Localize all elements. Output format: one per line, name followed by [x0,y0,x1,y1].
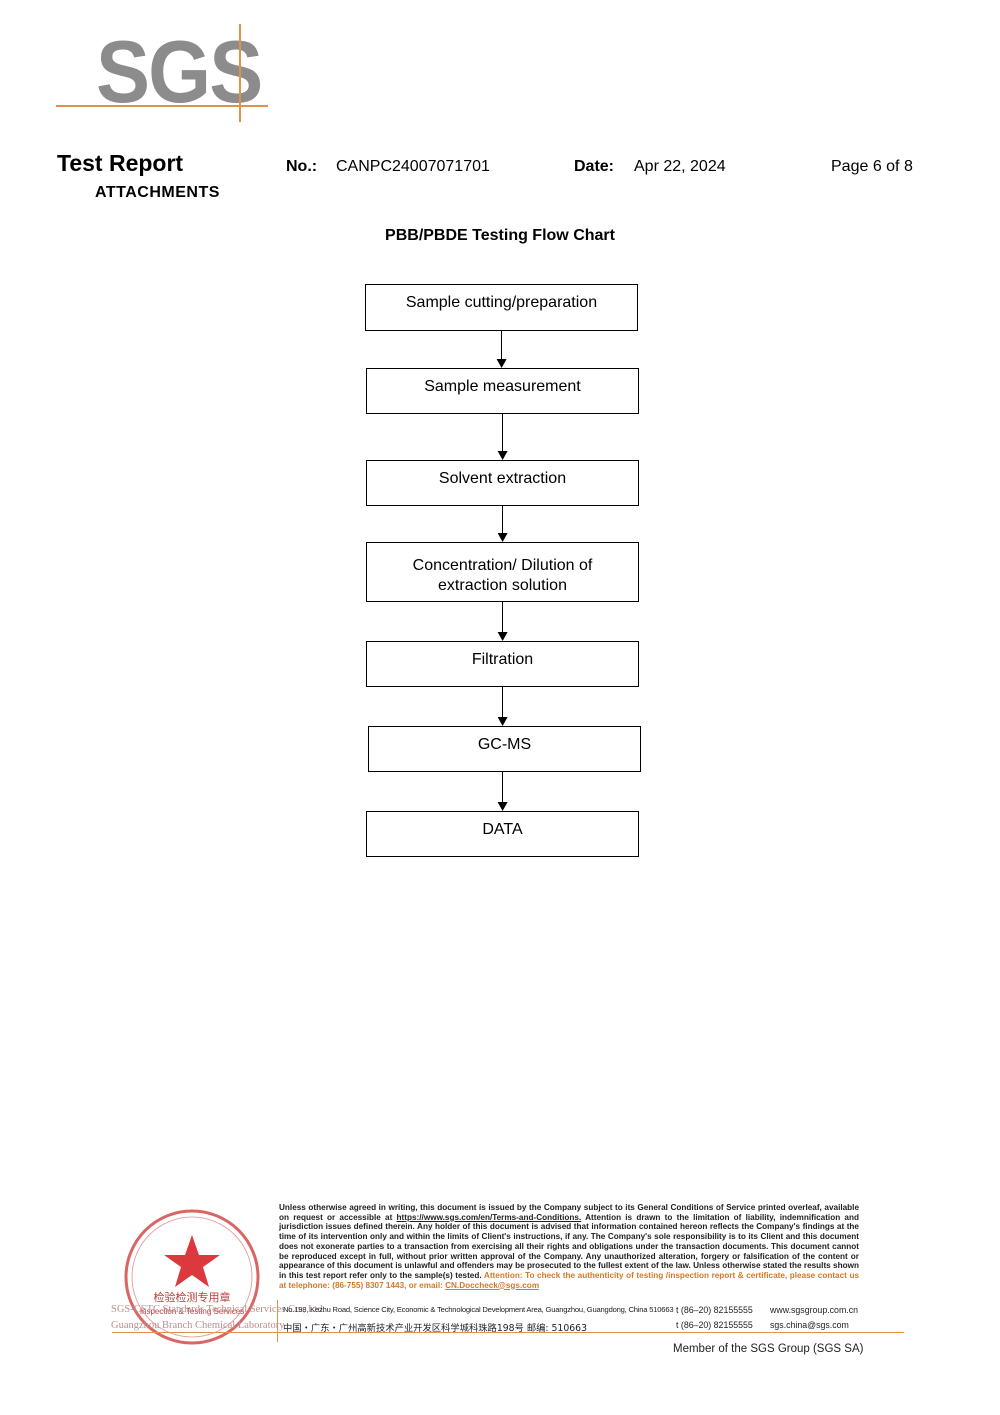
seal-center-en: Inspection & Testing Services [140,1307,244,1316]
report-date: Apr 22, 2024 [634,158,726,175]
footer-disclaimer: Unless otherwise agreed in writing, this… [279,1203,859,1290]
sgs-group-membership: Member of the SGS Group (SGS SA) [673,1343,864,1355]
email-link[interactable]: sgs.china@sgs.com [770,1320,849,1330]
flow-step-solvent-extraction: Solvent extraction [366,460,639,506]
flow-step-label: Sample cutting/preparation [405,294,598,311]
telephone-2: t (86–20) 82155555 [676,1320,753,1330]
address-english: No.198, Kezhu Road, Science City, Econom… [283,1305,674,1314]
footer-divider-vertical [277,1300,278,1342]
flow-arrow [501,331,503,367]
seal-center-cn: 检验检测专用章 [154,1290,231,1304]
flow-step-label: DATA [482,821,523,838]
seal-graphic: 检验检测专用章 Inspection & Testing Services [124,1209,260,1345]
flow-arrow [502,687,504,725]
seal-side-text-1: SGS-CSTC Standards Technical Services Co… [111,1304,326,1315]
flow-step-sample-measurement: Sample measurement [366,368,639,414]
page-number: Page 6 of 8 [831,158,913,175]
disclaimer-text-pre: Unless otherwise agreed in writing, this… [279,1203,859,1222]
flow-step-label: GC-MS [477,736,532,753]
flow-step-label: Filtration [471,651,534,668]
flow-arrow [502,506,504,541]
flow-arrow [502,414,504,459]
authenticity-attention: Attention: To check the authenticity of … [279,1271,859,1290]
website-link[interactable]: www.sgsgroup.com.cn [770,1305,859,1315]
company-seal-stamp: 检验检测专用章 Inspection & Testing Services [104,1195,279,1360]
logo-horizontal-line [56,105,268,107]
star-icon [164,1235,220,1287]
flow-step-sample-cutting: Sample cutting/preparation [365,284,638,331]
report-title: Test Report [57,150,184,176]
flow-chart-title: PBB/PBDE Testing Flow Chart [385,227,615,244]
address-chinese: 中国・广东・广州高新技术产业开发区科学城科珠路198号 邮编: 510663 [283,1323,587,1334]
flow-step-label-line2: extraction solution [438,576,567,594]
footer-divider-horizontal [112,1332,904,1333]
flow-arrow [502,772,504,810]
flow-step-label: Sample measurement [424,378,581,395]
logo-text: SGS [96,22,263,121]
report-number: CANPC24007071701 [336,158,490,175]
report-subtitle: ATTACHMENTS [95,184,220,201]
attention-text: Attention: To check the authenticity of … [279,1270,859,1290]
flow-arrow [502,602,504,640]
flow-step-label: Solvent extraction [438,470,567,487]
flow-step-label-line1: Concentration/ Dilution of [412,556,593,574]
flow-step-data: DATA [366,811,639,857]
doccheck-email-link[interactable]: CN.Doccheck@sgs.com [445,1280,540,1290]
report-number-label: No.: [286,158,318,175]
seal-side-text-2: Guangzhou Branch Chemical Laboratory [111,1320,285,1331]
report-date-label: Date: [574,158,615,175]
sgs-logo: SGS [56,22,272,126]
logo-vertical-line [239,24,241,122]
flow-step-filtration: Filtration [366,641,639,687]
flow-step-concentration-dilution: Concentration/ Dilution of extraction so… [366,542,639,602]
disclaimer-text-post: Attention is drawn to the limitation of … [279,1212,859,1280]
telephone-1: t (86–20) 82155555 [676,1305,753,1315]
terms-link[interactable]: https://www.sgs.com/en/Terms-and-Conditi… [396,1212,582,1222]
flow-step-gc-ms: GC-MS [368,726,641,772]
